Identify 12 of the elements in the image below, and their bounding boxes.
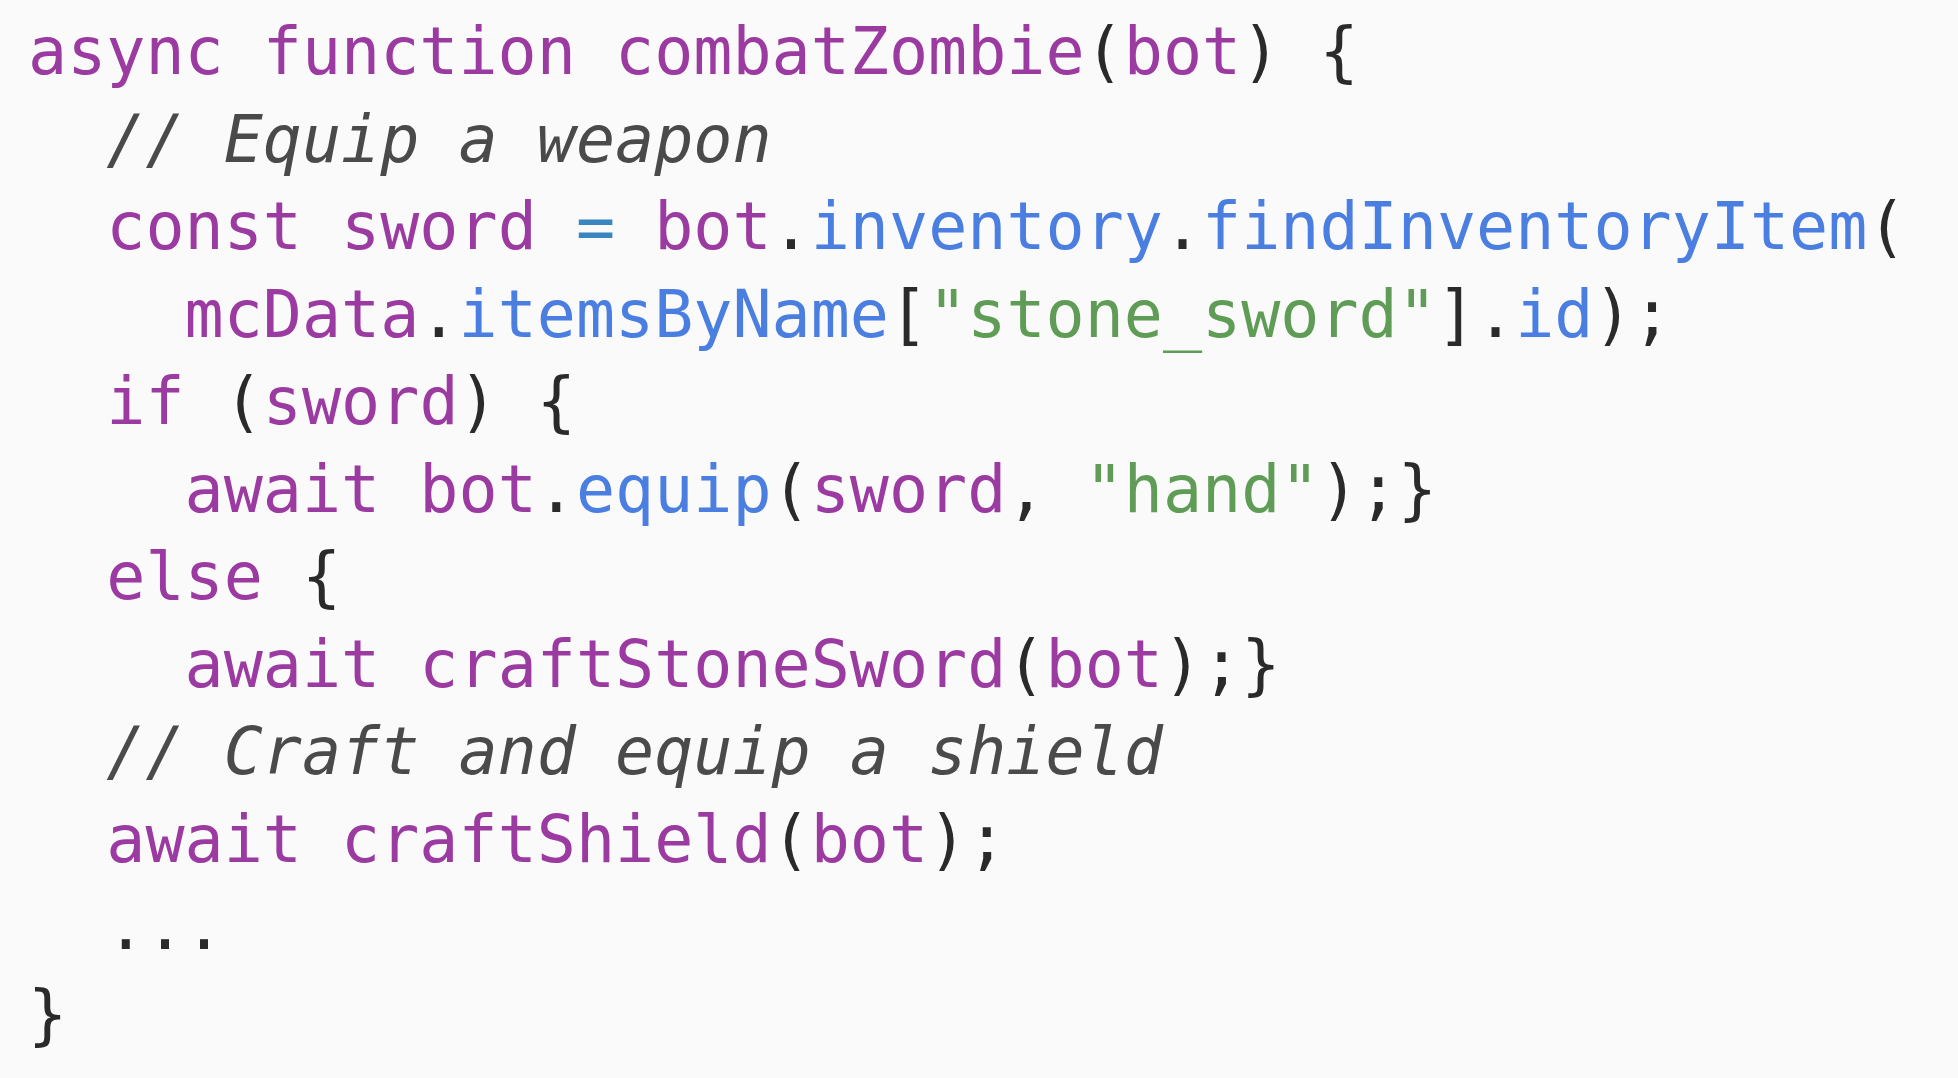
code-comment: // Equip a weapon: [105, 101, 772, 177]
code-comment: // Craft and equip a shield: [105, 714, 1163, 790]
code-line: const sword = bot.inventory.findInventoryItem(: [105, 189, 1907, 265]
code-line: await bot.equip(sword, "hand");}: [183, 451, 1437, 527]
code-line: await craftStoneSword(bot);}: [183, 626, 1281, 702]
code-line: }: [28, 976, 68, 1052]
code-line: else {: [105, 539, 342, 615]
code-line: async function combatZombie(bot) {: [28, 14, 1359, 90]
code-line: mcData.itemsByName["stone_sword"].id);: [183, 276, 1672, 352]
code-line: if (sword) {: [105, 364, 576, 440]
code-line: ...: [105, 889, 224, 965]
code-line: await craftShield(bot);: [105, 801, 1007, 877]
